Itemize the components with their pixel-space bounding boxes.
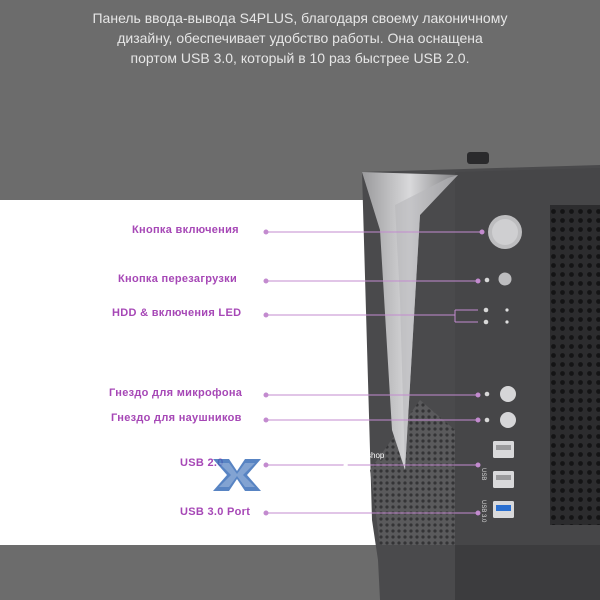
front-mesh — [370, 400, 455, 545]
intro-line-1: Панель ввода-вывода S4PLUS, благодаря св… — [92, 10, 508, 26]
power-led-icon — [483, 319, 489, 325]
intro-line-2: дизайну, обеспечивает удобство работы. О… — [117, 30, 483, 46]
label-power-button: Кнопка включения — [132, 224, 239, 236]
usb3-mark: USB 3.0 — [480, 500, 486, 523]
top-knob — [467, 152, 489, 164]
hdd-led-icon — [483, 307, 489, 313]
mic-icon — [484, 391, 490, 397]
side-mesh — [550, 205, 600, 525]
label-mic-jack: Гнездо для микрофона — [109, 387, 243, 399]
label-usb3: USB 3.0 Port — [180, 506, 251, 518]
label-headphone-jack: Гнездо для наушников — [111, 412, 242, 424]
label-reset-button: Кнопка перезагрузки — [118, 273, 238, 285]
headphone-jack[interactable] — [500, 412, 516, 428]
watermark-logo-icon — [213, 459, 261, 491]
label-usb2: USB 2.0 — [180, 457, 224, 469]
label-panel — [0, 200, 395, 545]
watermark-brand: qwerty — [263, 454, 370, 492]
mic-jack[interactable] — [500, 386, 516, 402]
reset-icon — [484, 277, 490, 283]
usb-mark: USB — [480, 468, 486, 480]
intro-line-3: портом USB 3.0, который в 10 раз быстрее… — [130, 50, 470, 66]
label-hdd-led: HDD & включения LED — [112, 307, 242, 319]
watermark: qwerty shop — [205, 445, 405, 505]
headphones-icon — [484, 417, 490, 423]
intro-text: Панель ввода-вывода S4PLUS, благодаря св… — [0, 8, 600, 68]
reset-button[interactable] — [498, 272, 512, 286]
watermark-suffix: shop — [367, 451, 385, 460]
